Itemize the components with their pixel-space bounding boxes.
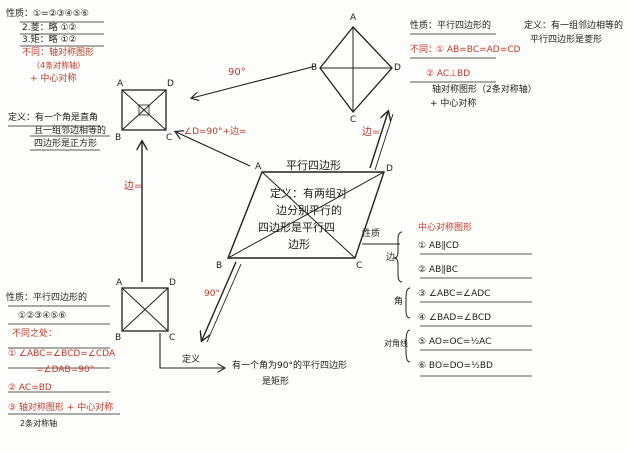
center-def-3: 四边形是平行四 <box>258 221 335 234</box>
square-def-2: 且一组邻边相等的 <box>34 126 107 136</box>
pp-group-angle-label: 角 <box>394 297 404 307</box>
arrow-to-rectangle-double <box>206 263 242 343</box>
rhombus-vertex-d: D <box>394 63 401 73</box>
edge-rhombus-square-label: 90° <box>228 67 246 78</box>
rhombus-special-title: 不同： <box>410 45 438 55</box>
edge-para-square-label: ∠D=90°+边= <box>184 127 247 137</box>
arrow-to-rectangle <box>202 261 237 340</box>
rhombus-vertex-b: B <box>311 63 318 73</box>
center-def-4: 边形 <box>288 238 310 251</box>
rectangle-def-1: 有一个角为90°的平行四边形 <box>232 361 347 371</box>
rhombus-def-1: 定义：有一组邻边相等的 <box>524 21 624 31</box>
square-vertex-a: A <box>117 79 124 89</box>
center-vertex-a: A <box>255 162 262 172</box>
rhombus-def-2: 平行四边形是菱形 <box>530 35 603 45</box>
center-vertex-c: C <box>356 261 363 271</box>
rectangle-special-4: ③ 轴对称图形 + 中心对称 <box>8 403 114 413</box>
rectangle-circled: ①②③④⑤⑥ <box>18 311 67 321</box>
pp-diag-2: ⑥ BO=DO=½BD <box>418 361 493 371</box>
arrow-rhombus-to-square <box>192 65 317 98</box>
pp-group-edge-label: 边 <box>386 253 396 263</box>
rhombus-special-4: + 中心对称 <box>430 99 477 109</box>
rectangle-special-2: =∠DAB=90° <box>36 365 95 375</box>
arrow-to-square <box>176 132 251 167</box>
pp-symmetry: 中心对称图形 <box>418 223 473 233</box>
square-prop-3: 3.矩：略 ①② <box>22 35 77 45</box>
center-title: 平行四边形 <box>286 159 341 172</box>
rectangle-special-5: 2条对称轴 <box>20 419 58 428</box>
rectangle-def-2: 是矩形 <box>262 377 290 387</box>
rectangle-vertex-c: C <box>169 333 176 343</box>
pp-angle-1: ③ ∠ABC=∠ADC <box>418 289 491 299</box>
rectangle-diagonal-bd <box>121 287 169 332</box>
edge-rectangle-square-label: 边= <box>124 181 143 192</box>
rectangle-prop-heading: 性质：平行四边形的 <box>6 293 88 303</box>
edge-to-rhombus-label: 边= <box>362 127 381 138</box>
rectangle-vertex-d: D <box>169 278 176 288</box>
rectangle-vertex-b: B <box>115 333 122 343</box>
edge-rectangle-angle-label: 90° <box>204 289 220 299</box>
rectangle-special-3: ② AC=BD <box>8 383 52 393</box>
square-special-title: 不同：轴对称图形 <box>22 48 95 58</box>
rhombus-prop-heading: 性质：平行四边形的 <box>410 21 492 31</box>
square-center-mark <box>138 104 150 116</box>
square-vertex-d: D <box>167 79 174 89</box>
pp-angle-2: ④ ∠BAD=∠BCD <box>418 313 492 323</box>
central-diagonal-ac <box>261 171 356 259</box>
pp-diag-1: ⑤ AO=OC=½AC <box>418 337 492 347</box>
center-vertex-d: D <box>386 164 393 174</box>
rhombus-special-2: ② AC⊥BD <box>426 69 471 79</box>
rectangle-vertex-a: A <box>116 278 123 288</box>
rectangle-def-label: 定义 <box>182 355 201 365</box>
pp-group-diag-label: 对角线 <box>384 339 408 348</box>
square-def-3: 四边形是正方形 <box>34 139 98 149</box>
arrow-to-rhombus <box>369 112 388 169</box>
center-def-2: 边分别平行的 <box>276 204 342 217</box>
center-def-1: 定义：有两组对 <box>270 187 347 200</box>
rhombus-vertex-a: A <box>350 13 357 23</box>
center-vertex-b: B <box>216 261 223 271</box>
rhombus-special-3: 轴对称图形（2条对称轴） <box>432 85 537 95</box>
square-special-2: + 中心对称 <box>30 74 77 84</box>
rhombus-special-1: ① AB=BC=AD=CD <box>436 45 521 55</box>
pp-edge-1: ① AB∥CD <box>418 241 459 251</box>
square-shape <box>121 89 167 131</box>
rectangle-special-title: 不同之处： <box>12 329 58 339</box>
central-diagonal-bd <box>227 171 385 259</box>
rhombus-vertex-c: C <box>350 115 357 125</box>
properties-brace <box>393 231 403 283</box>
square-diagonal-bd <box>121 89 167 131</box>
rectangle-shape <box>121 287 169 332</box>
rect-definition-arrow <box>159 333 224 368</box>
arrow-to-rhombus-double <box>374 113 394 171</box>
rhombus-shape <box>319 26 393 114</box>
angle-brace <box>405 287 411 319</box>
pp-edge-2: ② AB∥BC <box>418 265 459 275</box>
square-prop-2: 2.菱：略 ①② <box>22 23 77 33</box>
square-vertex-c: C <box>166 133 173 143</box>
square-vertex-b: B <box>115 133 122 143</box>
square-special-1: （4条对称轴） <box>32 61 86 70</box>
square-prop-1: 性质：①=②③④⑤⑥ <box>6 9 89 19</box>
diagonal-brace <box>405 329 411 363</box>
pp-heading: 性质 <box>362 229 381 239</box>
rectangle-special-1: ① ∠ABC=∠BCD=∠CDA <box>8 349 116 359</box>
square-def-1: 定义：有一个角是直角 <box>8 113 99 123</box>
